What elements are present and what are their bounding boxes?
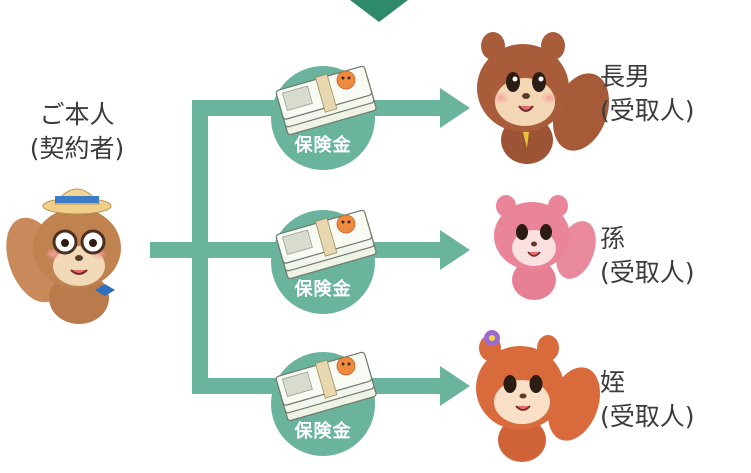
top-pointer-arrow [350, 0, 408, 22]
beneficiary-role: (受取人) [600, 96, 695, 125]
beneficiary-name: 長男 [600, 62, 651, 91]
squirrel-grandpa-icon [6, 188, 121, 324]
payout-label: 保険金 [294, 279, 352, 300]
squirrel-niece-icon [476, 330, 601, 462]
policyholder-role: (契約者) [29, 134, 125, 163]
beneficiary-role: (受取人) [600, 402, 695, 431]
payout-node [271, 209, 378, 314]
beneficiary-name: 孫 [600, 224, 626, 253]
arrow-head-icon [440, 88, 470, 128]
payout-node [271, 65, 378, 170]
payout-node [271, 351, 378, 456]
policyholder-name: ご本人 [39, 100, 115, 129]
squirrel-grandchild-icon [494, 195, 596, 300]
policyholder-label: ご本人 (契約者) [14, 98, 140, 166]
squirrel-son-icon [477, 32, 610, 164]
beneficiary-label-niece: 姪 (受取人) [600, 366, 695, 434]
beneficiary-name: 姪 [600, 368, 626, 397]
beneficiary-role: (受取人) [600, 258, 695, 287]
arrow-head-icon [440, 230, 470, 270]
beneficiary-label-grandchild: 孫 (受取人) [600, 222, 695, 290]
payout-label: 保険金 [294, 421, 352, 442]
payout-label: 保険金 [294, 135, 352, 156]
beneficiary-label-son: 長男 (受取人) [600, 60, 695, 128]
arrow-head-icon [440, 366, 470, 406]
